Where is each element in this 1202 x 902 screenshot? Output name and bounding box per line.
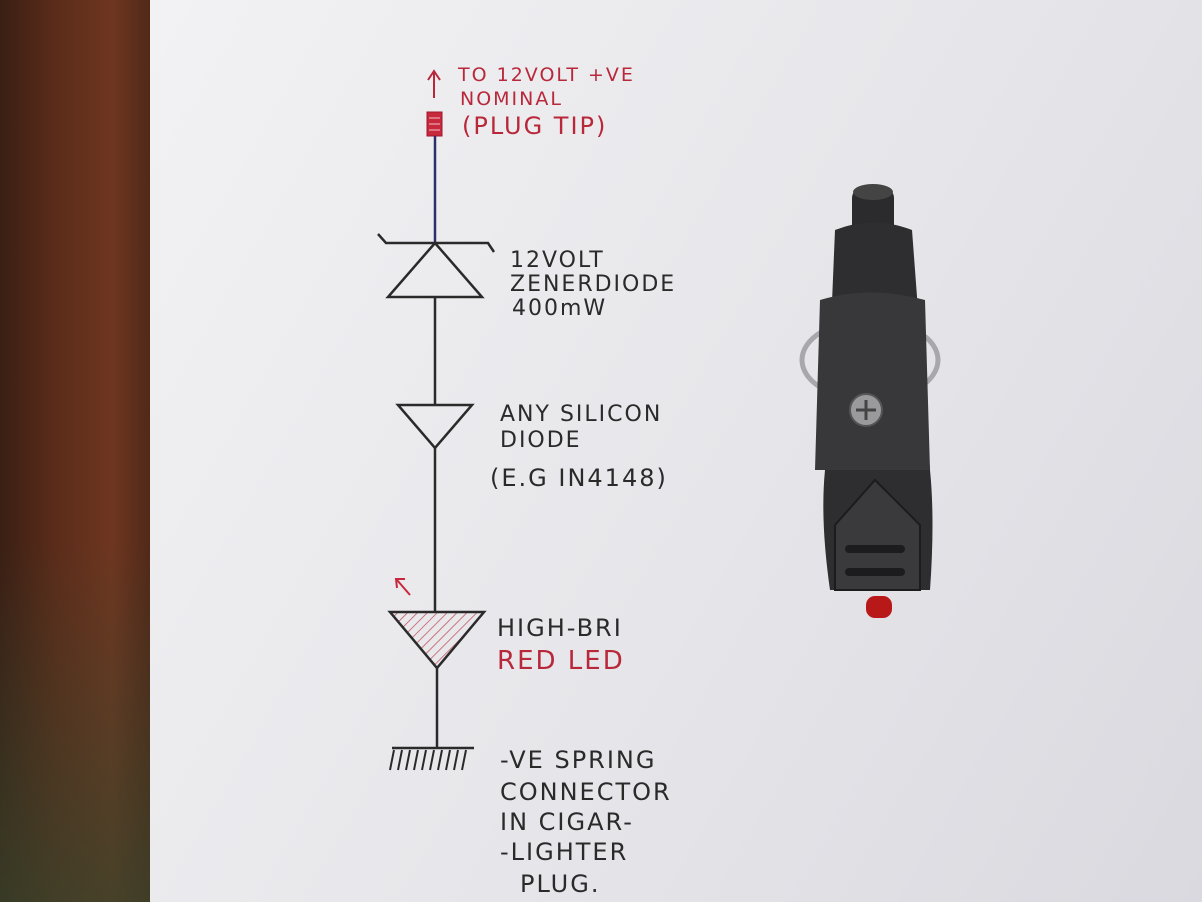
- ground-label-line-3: IN CIGAR-: [500, 808, 634, 836]
- silicon-diode-symbol: [395, 403, 475, 450]
- plug-tip-terminal: [426, 111, 443, 137]
- zener-diode-symbol: [377, 233, 496, 299]
- led-symbol: [387, 610, 487, 670]
- led-label-line-2: RED LED: [497, 646, 625, 676]
- ground-symbol: [389, 746, 474, 771]
- diode-label-line-1: ANY SILICON: [500, 402, 663, 427]
- zener-label-line-3: 400mW: [512, 296, 608, 321]
- red-led-icon: [866, 596, 892, 618]
- wood-table-background: [0, 0, 160, 902]
- supply-label-line-1: TO 12VOLT +VE: [458, 64, 635, 86]
- ground-label-line-4: -LIGHTER: [500, 838, 629, 866]
- cigar-lighter-plug-photo: [799, 184, 941, 618]
- zener-label-line-2: ZENERDIODE: [510, 272, 677, 297]
- led-label-line-1: HIGH-BRI: [497, 614, 623, 642]
- light-emission-arrow-icon: [394, 578, 411, 596]
- ground-label-line-5: PLUG.: [520, 870, 601, 898]
- up-arrow-icon: [427, 69, 441, 98]
- diode-label-line-3: (E.G IN4148): [490, 464, 668, 492]
- supply-label-line-3: (PLUG TIP): [462, 112, 608, 140]
- ground-label-line-2: CONNECTOR: [500, 778, 672, 806]
- diode-label-line-2: DIODE: [500, 428, 582, 453]
- paper-sheet: [150, 0, 1202, 902]
- ground-label-line-1: -VE SPRING: [500, 746, 657, 774]
- supply-label-line-2: NOMINAL: [460, 88, 563, 110]
- zener-label-line-1: 12VOLT: [510, 248, 605, 273]
